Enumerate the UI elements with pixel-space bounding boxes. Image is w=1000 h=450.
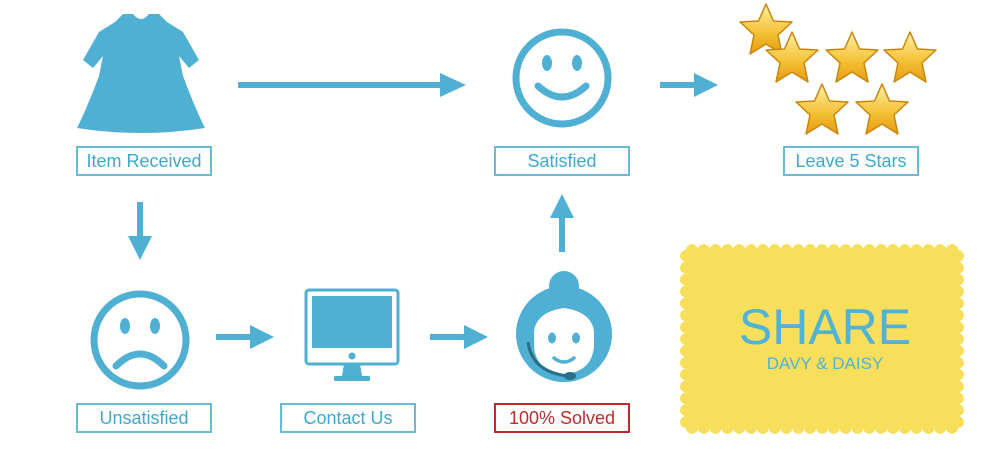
- support-agent-icon: [516, 271, 612, 382]
- arrow-received-to-unsatisfied: [128, 202, 152, 260]
- stars-icon: [739, 3, 937, 135]
- item-received-label: Item Received: [76, 146, 212, 176]
- solved-label: 100% Solved: [494, 403, 630, 433]
- satisfied-label: Satisfied: [494, 146, 630, 176]
- arrow-solved-to-satisfied: [550, 194, 574, 252]
- arrow-contact-to-solved: [430, 325, 488, 349]
- share-subtitle: DAVY & DAISY: [766, 354, 884, 373]
- arrow-satisfied-to-stars: [660, 73, 718, 97]
- unsatisfied-label: Unsatisfied: [76, 403, 212, 433]
- arrow-received-to-satisfied: [238, 73, 466, 97]
- arrow-unsatisfied-to-contact: [216, 325, 274, 349]
- leave-stars-label: Leave 5 Stars: [783, 146, 919, 176]
- computer-monitor-icon: [304, 288, 400, 381]
- share-stamp: [680, 244, 964, 434]
- sad-face-icon: [90, 290, 190, 390]
- share-title: SHARE: [738, 299, 912, 355]
- contact-us-label: Contact Us: [280, 403, 416, 433]
- dress-icon: [77, 14, 205, 133]
- happy-face-icon: [512, 28, 612, 128]
